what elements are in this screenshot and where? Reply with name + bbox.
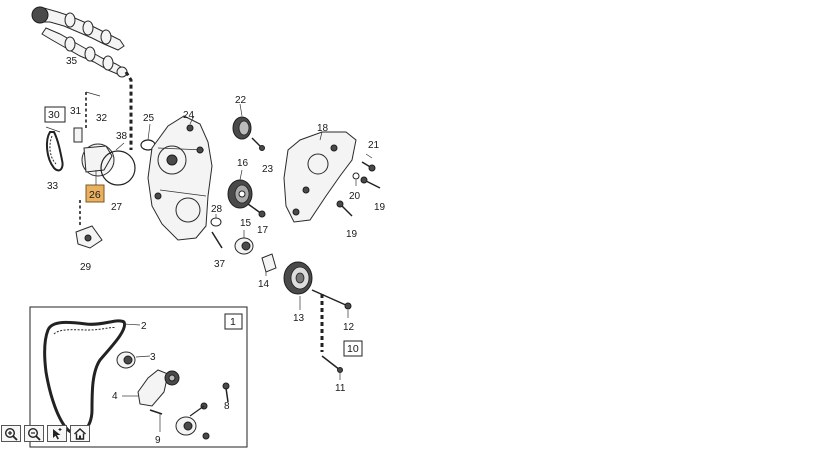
zoom-in-icon <box>4 427 18 441</box>
pulley-3 <box>116 351 136 369</box>
zoom-out-button[interactable] <box>24 425 44 442</box>
zoom-out-icon <box>27 427 41 441</box>
bolt-19b <box>336 200 353 217</box>
callout-28: 28 <box>211 204 223 215</box>
timing-belt-2 <box>43 319 127 436</box>
bolt-17 <box>247 203 266 218</box>
callout-27: 27 <box>111 202 123 213</box>
callout-33: 33 <box>47 181 59 192</box>
callout-31: 31 <box>70 106 82 117</box>
zoom-in-button[interactable] <box>1 425 21 442</box>
callout-23: 23 <box>262 164 274 175</box>
home-icon <box>74 427 86 440</box>
callout-17: 17 <box>257 225 269 236</box>
seal-14 <box>261 253 277 273</box>
callout-10: 10 <box>347 343 359 355</box>
callout-30: 30 <box>48 109 60 121</box>
callout-11: 11 <box>335 383 346 394</box>
callout-19-upper: 19 <box>374 202 386 213</box>
callout-box-1 <box>224 313 243 330</box>
part-29-bracket <box>75 225 103 249</box>
callout-29: 29 <box>80 262 92 273</box>
callout-32: 32 <box>96 113 108 124</box>
tensioner-4 <box>137 369 180 407</box>
callout-19-lower: 19 <box>346 229 358 240</box>
bolt-21 <box>361 161 376 172</box>
bolt-19a <box>360 176 381 189</box>
callout-8: 8 <box>224 401 230 412</box>
part-31-bracket <box>73 127 83 143</box>
sprocket-16 <box>227 179 253 209</box>
pointer-icon <box>53 427 62 439</box>
callout-1: 1 <box>230 316 236 328</box>
callout-21: 21 <box>368 140 380 151</box>
camshaft <box>31 6 128 78</box>
pulley-15 <box>234 237 254 255</box>
callout-20: 20 <box>349 191 361 202</box>
idler-pulley-inset <box>175 416 197 436</box>
viewer-toolbar <box>0 425 90 444</box>
bolt-12 <box>311 289 352 310</box>
callout-25: 25 <box>143 113 155 124</box>
callout-18: 18 <box>317 123 329 134</box>
camshaft-assembly-line <box>124 71 133 150</box>
callout-16: 16 <box>237 158 249 169</box>
callout-15: 15 <box>240 218 252 229</box>
callout-24: 24 <box>183 110 195 121</box>
select-tool-button[interactable] <box>47 425 67 442</box>
bolt-9 <box>149 409 163 432</box>
washer-28 <box>210 217 222 227</box>
timing-cover-24 <box>147 115 213 241</box>
idler-pulley-22 <box>232 116 252 140</box>
bolt-23 <box>251 137 265 151</box>
home-button[interactable] <box>70 425 90 442</box>
pin-37 <box>211 231 223 249</box>
callout-4: 4 <box>112 391 118 402</box>
gasket-27 <box>100 150 136 186</box>
washer-20 <box>352 172 360 186</box>
callout-14: 14 <box>258 279 270 290</box>
callout-3: 3 <box>150 352 156 363</box>
bolt-8 <box>222 382 230 403</box>
callout-2: 2 <box>141 321 147 332</box>
callout-9: 9 <box>155 435 161 446</box>
water-pump-26 <box>81 143 115 177</box>
belt-kit-inset <box>29 306 248 448</box>
bolt-inset <box>189 402 210 440</box>
callout-box-30 <box>44 106 66 123</box>
callout-38: 38 <box>116 131 128 142</box>
bolt-11 <box>321 355 343 373</box>
callout-35: 35 <box>66 56 78 67</box>
callout-37: 37 <box>214 259 226 270</box>
callout-12: 12 <box>343 322 355 333</box>
rear-cover-18 <box>283 131 357 223</box>
callout-box-10 <box>343 340 363 357</box>
callout-13: 13 <box>293 313 305 324</box>
callout-box-26-highlight <box>85 184 105 203</box>
callout-22: 22 <box>235 95 247 106</box>
crankshaft-pulley-13 <box>283 261 313 295</box>
small-belt-33 <box>45 131 64 172</box>
callout-26: 26 <box>89 189 101 201</box>
